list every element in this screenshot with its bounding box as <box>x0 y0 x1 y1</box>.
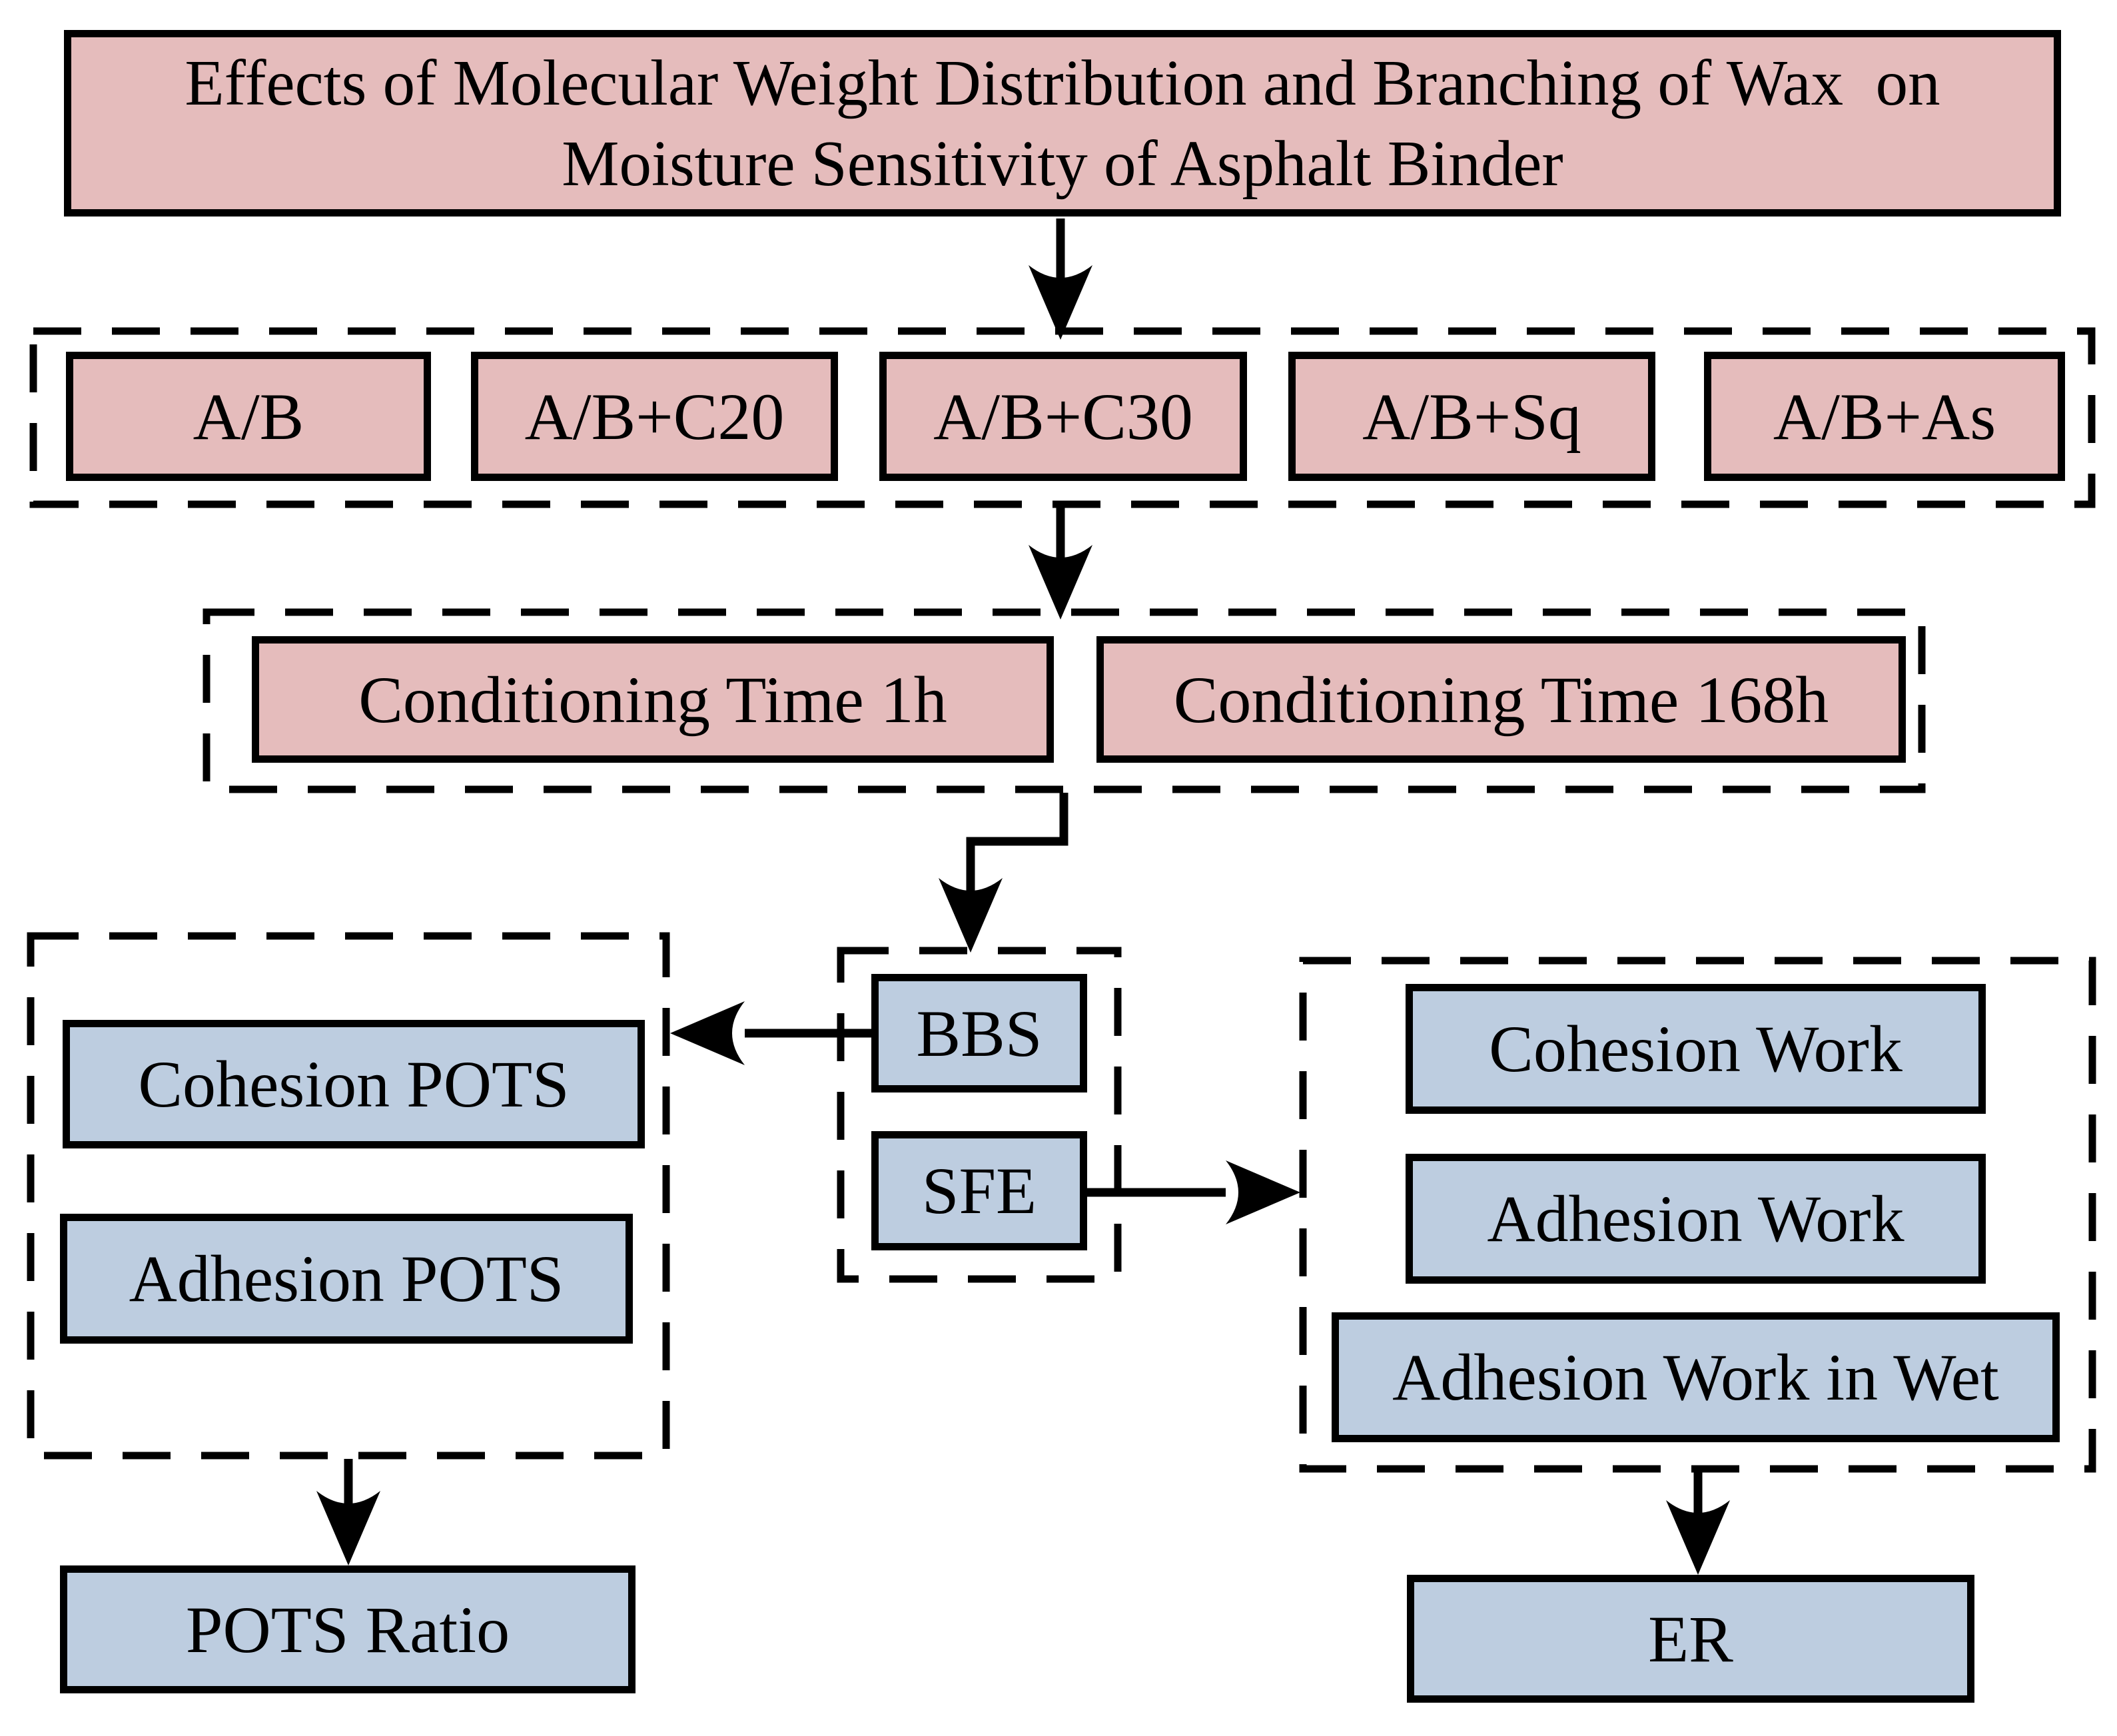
arrow-title-to-binders-head <box>1029 265 1092 340</box>
conditioning-box-168h: Conditioning Time 168h <box>1096 636 1906 763</box>
adhesion-work-wet-box: Adhesion Work in Wet <box>1332 1312 2060 1442</box>
pots-ratio-box: POTS Ratio <box>60 1565 635 1693</box>
work-group-dashed-frame <box>1299 957 2096 1473</box>
cohesion-pots-box: Cohesion POTS <box>63 1020 645 1148</box>
er-result-box: ER <box>1407 1575 1974 1703</box>
binder-box-ab-c20: A/B+C20 <box>471 352 838 481</box>
adhesion-work-box: Adhesion Work <box>1406 1154 1986 1284</box>
binder-box-ab-sq: A/B+Sq <box>1288 352 1655 481</box>
test-group-dashed-frame <box>837 947 1122 1283</box>
sfe-test-box: SFE <box>871 1131 1087 1250</box>
arrow-conditioning-to-tests-stem <box>966 793 1068 907</box>
arrow-binders-to-conditioning-head <box>1029 545 1092 620</box>
arrow-conditioning-to-tests-head <box>939 878 1003 953</box>
binder-box-ab-c30: A/B+C30 <box>879 352 1247 481</box>
arrow-pots-to-ratio-head <box>316 1491 380 1565</box>
binder-box-ab-as: A/B+As <box>1704 352 2065 481</box>
cohesion-work-box: Cohesion Work <box>1406 984 1986 1114</box>
adhesion-pots-box: Adhesion POTS <box>60 1214 633 1344</box>
pots-group-dashed-frame <box>27 932 670 1460</box>
arrow-work-to-er-head <box>1666 1500 1730 1575</box>
arrow-sfe-to-work-head <box>1226 1160 1300 1224</box>
title-box: Effects of Molecular Weight Distribution… <box>64 30 2061 217</box>
arrow-bbs-to-pots-head <box>670 1001 745 1065</box>
conditioning-box-1h: Conditioning Time 1h <box>252 636 1054 763</box>
bbs-test-box: BBS <box>871 974 1087 1092</box>
conditioning-group-dashed-frame <box>203 608 1926 793</box>
title-line-1: Effects of Molecular Weight Distribution… <box>185 47 1940 119</box>
binder-box-ab: A/B <box>66 352 431 481</box>
title-line-2: Moisture Sensitivity of Asphalt Binder <box>562 128 1563 199</box>
